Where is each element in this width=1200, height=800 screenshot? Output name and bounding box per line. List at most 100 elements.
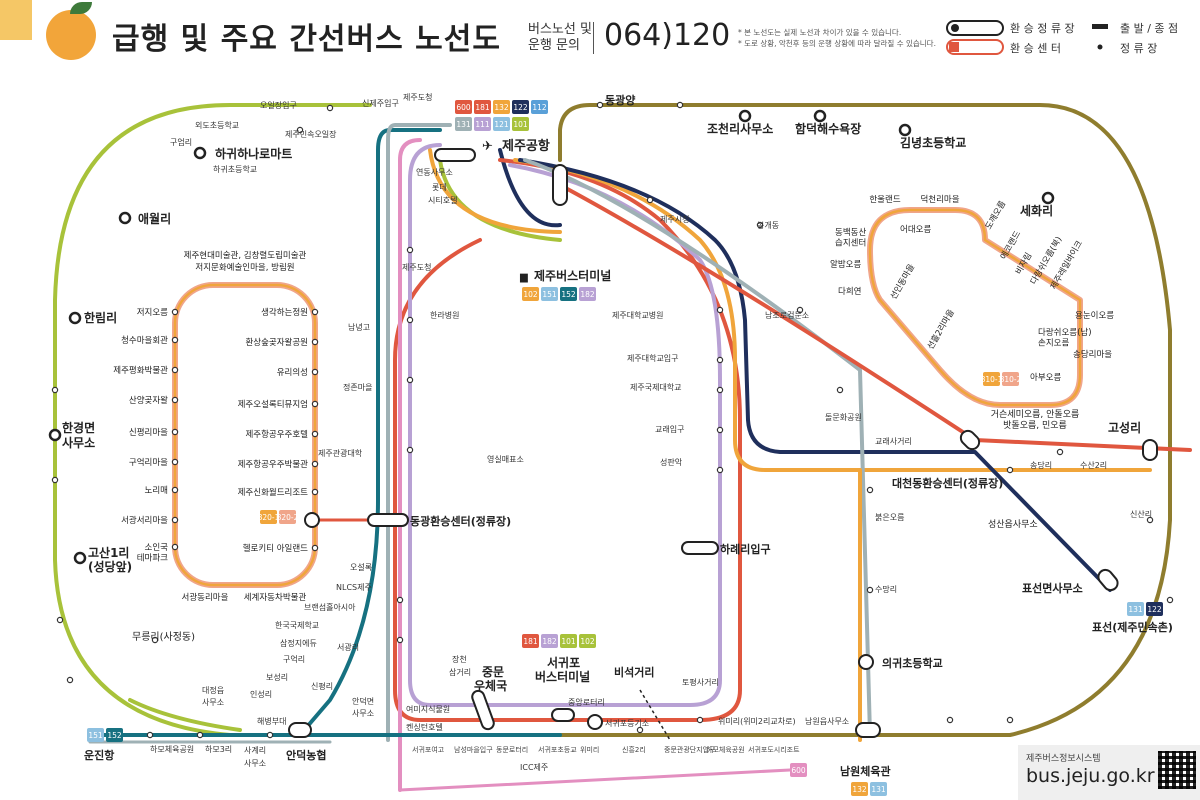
stop-dot-5[interactable] (396, 636, 404, 644)
uigwi-pill[interactable] (858, 654, 874, 670)
west-right-stop-2[interactable] (311, 368, 319, 376)
stop-dot-11[interactable] (756, 221, 764, 229)
stop-dot-6[interactable] (716, 306, 724, 314)
stop-dot-23[interactable] (51, 386, 59, 394)
hamdeok-dot[interactable] (813, 109, 827, 123)
stop-dot-2[interactable] (406, 376, 414, 384)
airport-badge-111[interactable] (474, 117, 491, 131)
hangyeong-dot[interactable] (48, 428, 62, 442)
namwon-badge-131[interactable] (870, 782, 887, 796)
terminal-badge-182[interactable] (579, 287, 596, 301)
seogwipo-badge-182[interactable] (541, 634, 558, 648)
seogwipo-badge-102[interactable] (579, 634, 596, 648)
stop-dot-15[interactable] (866, 586, 874, 594)
stop-dot-30[interactable] (1056, 448, 1064, 456)
stop-dot-16[interactable] (946, 716, 954, 724)
west-right-stop-4[interactable] (311, 430, 319, 438)
bottom-badge-600[interactable] (790, 763, 807, 777)
stop-dot-10[interactable] (716, 466, 724, 474)
stop-dot-31[interactable] (1006, 466, 1014, 474)
airport-transfer-pill[interactable] (552, 164, 568, 206)
west-right-stop-6[interactable] (311, 488, 319, 496)
airport-badge-101[interactable] (512, 117, 529, 131)
jocheon-dot[interactable] (738, 109, 752, 123)
stop-dot-29[interactable] (1166, 596, 1174, 604)
stop-dot-4[interactable] (396, 596, 404, 604)
terminal-badge-151[interactable] (541, 287, 558, 301)
stop-dot-13[interactable] (836, 386, 844, 394)
woljeong-badge-151[interactable] (87, 728, 104, 742)
seogwipo-center-pill[interactable] (587, 714, 603, 730)
stop-dot-7[interactable] (716, 356, 724, 364)
stop-dot-3[interactable] (406, 446, 414, 454)
stop-dot-1[interactable] (406, 316, 414, 324)
stop-dot-27[interactable] (151, 636, 159, 644)
west-loop-badge-820-1[interactable] (260, 510, 277, 524)
west-left-stop-1[interactable] (171, 336, 179, 344)
hallim-dot[interactable] (68, 311, 82, 325)
harye-pill[interactable] (681, 541, 719, 555)
airport-badge-600[interactable] (455, 100, 472, 114)
gimnyeong-dot[interactable] (898, 123, 912, 137)
seogwipo-badge-101[interactable] (560, 634, 577, 648)
west-left-stop-7[interactable] (171, 516, 179, 524)
stop-dot-0[interactable] (406, 246, 414, 254)
stop-dot-19[interactable] (636, 726, 644, 734)
east-loop-badge-810-1[interactable] (983, 372, 1000, 386)
west-left-stop-6[interactable] (171, 486, 179, 494)
stop-dot-22[interactable] (146, 731, 154, 739)
stop-dot-9[interactable] (716, 426, 724, 434)
stop-dot-36[interactable] (326, 104, 334, 112)
terminal-badge-102[interactable] (522, 287, 539, 301)
stop-dot-24[interactable] (51, 476, 59, 484)
sehwa-dot[interactable] (1041, 191, 1055, 205)
andeok-pill[interactable] (288, 722, 312, 738)
airport-badge-112[interactable] (531, 100, 548, 114)
stop-dot-35[interactable] (296, 126, 304, 134)
west-loop-badge-820-2[interactable] (279, 510, 296, 524)
jungmun-pill[interactable] (471, 689, 496, 731)
west-left-stop-0[interactable] (171, 308, 179, 316)
seogwipo-pill[interactable] (551, 708, 575, 722)
west-right-stop-3[interactable] (311, 400, 319, 408)
west-right-stop-5[interactable] (311, 460, 319, 468)
stop-dot-20[interactable] (266, 731, 274, 739)
pyoseon-badge-131[interactable] (1127, 602, 1144, 616)
airport-badge-132[interactable] (493, 100, 510, 114)
stop-dot-26[interactable] (66, 676, 74, 684)
daecheon-junction-pill[interactable] (958, 428, 982, 452)
seogwipo-badge-181[interactable] (522, 634, 539, 648)
west-right-stop-0[interactable] (311, 308, 319, 316)
west-left-stop-3[interactable] (171, 396, 179, 404)
stop-dot-25[interactable] (56, 616, 64, 624)
stop-dot-21[interactable] (196, 731, 204, 739)
west-left-stop-2[interactable] (171, 366, 179, 374)
terminal-badge-152[interactable] (560, 287, 577, 301)
pyoseon-pill[interactable] (1096, 567, 1121, 593)
goseong-pill[interactable] (1142, 439, 1158, 461)
west-left-stop-8[interactable] (171, 543, 179, 551)
stop-dot-8[interactable] (716, 386, 724, 394)
stop-dot-18[interactable] (696, 716, 704, 724)
stop-dot-34[interactable] (676, 101, 684, 109)
stop-dot-33[interactable] (596, 101, 604, 109)
pyoseon-badge-122[interactable] (1146, 602, 1163, 616)
west-loop-junction-pill[interactable] (304, 512, 320, 528)
airport-badge-131[interactable] (455, 117, 472, 131)
stop-dot-17[interactable] (1006, 716, 1014, 724)
namwon-badge-132[interactable] (851, 782, 868, 796)
west-right-stop-7[interactable] (311, 544, 319, 552)
west-left-stop-5[interactable] (171, 458, 179, 466)
qr-code-icon[interactable] (1158, 751, 1196, 789)
airport-badge-122[interactable] (512, 100, 529, 114)
donggwang-pill[interactable] (367, 513, 409, 527)
west-right-stop-1[interactable] (311, 338, 319, 346)
namwon-pill[interactable] (855, 722, 881, 738)
hagwi-dot[interactable] (193, 146, 207, 160)
east-loop-badge-810-2[interactable] (1002, 372, 1019, 386)
airport-badge-181[interactable] (474, 100, 491, 114)
woljeong-badge-152[interactable] (106, 728, 123, 742)
west-left-stop-4[interactable] (171, 428, 179, 436)
footer-url[interactable]: bus.jeju.go.kr (1026, 765, 1155, 787)
gosan-dot[interactable] (73, 551, 87, 565)
